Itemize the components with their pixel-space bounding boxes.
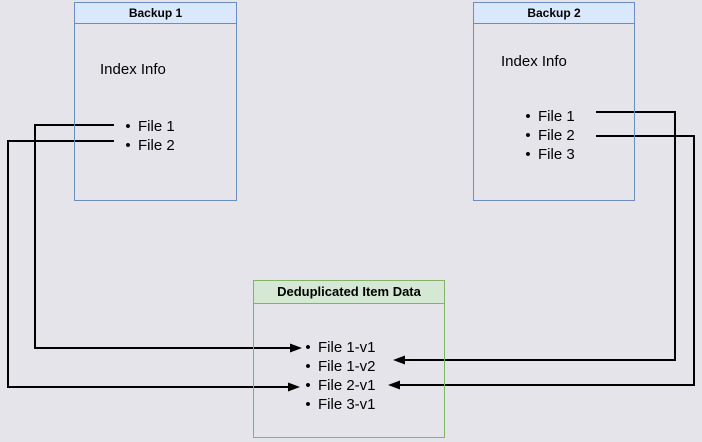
backup2-header: Backup 2 — [474, 3, 634, 24]
bullet-icon — [521, 126, 535, 145]
backup1-file-list: File 1 File 2 — [121, 117, 175, 155]
bullet-icon — [301, 376, 315, 395]
backup2-file1-label: File 1 — [538, 108, 575, 125]
backup1-header: Backup 1 — [75, 3, 236, 24]
backup2-box: Backup 2 Index Info File 1 File 2 File 3 — [473, 2, 635, 201]
dedup-file3v1-label: File 3-v1 — [318, 396, 376, 413]
backup2-file2-label: File 2 — [538, 127, 575, 144]
bullet-icon — [121, 136, 135, 155]
backup2-file3-label: File 3 — [538, 146, 575, 163]
list-item: File 1 — [121, 117, 175, 136]
dedup-header: Deduplicated Item Data — [254, 281, 444, 304]
dedup-file1v2-label: File 1-v2 — [318, 358, 376, 375]
list-item: File 3 — [521, 145, 575, 164]
list-item: File 1-v2 — [301, 357, 376, 376]
list-item: File 2-v1 — [301, 376, 376, 395]
list-item: File 1 — [521, 107, 575, 126]
backup1-file2-label: File 2 — [138, 137, 175, 154]
bullet-icon — [121, 117, 135, 136]
bullet-icon — [301, 338, 315, 357]
bullet-icon — [301, 395, 315, 414]
dedup-file2v1-label: File 2-v1 — [318, 377, 376, 394]
list-item: File 3-v1 — [301, 395, 376, 414]
dedup-file1v1-label: File 1-v1 — [318, 339, 376, 356]
dedup-file-list: File 1-v1 File 1-v2 File 2-v1 File 3-v1 — [301, 338, 376, 414]
dedup-box: Deduplicated Item Data File 1-v1 File 1-… — [253, 280, 445, 438]
bullet-icon — [521, 145, 535, 164]
list-item: File 2 — [521, 126, 575, 145]
list-item: File 2 — [121, 136, 175, 155]
bullet-icon — [521, 107, 535, 126]
list-item: File 1-v1 — [301, 338, 376, 357]
bullet-icon — [301, 357, 315, 376]
backup1-box: Backup 1 Index Info File 1 File 2 — [74, 2, 237, 201]
backup1-subtitle: Index Info — [100, 61, 166, 78]
backup2-subtitle: Index Info — [501, 53, 567, 70]
backup2-file-list: File 1 File 2 File 3 — [521, 107, 575, 164]
backup1-file1-label: File 1 — [138, 118, 175, 135]
